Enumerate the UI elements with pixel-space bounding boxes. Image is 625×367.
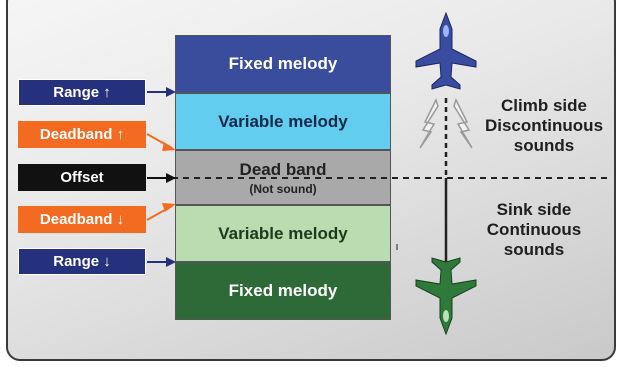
sink-side-line1: Sink side <box>496 200 572 219</box>
tag-range-down-label: Range ↓ <box>53 253 111 270</box>
arrowhead-offset <box>166 173 176 183</box>
band-variable-melody-bottom-label: Variable melody <box>218 223 348 243</box>
tag-offset: Offset <box>18 164 146 191</box>
climb-side-line2: Discontinuous <box>484 116 604 135</box>
sink-side-line3: sounds <box>503 240 565 259</box>
band-fixed-melody-bottom-label: Fixed melody <box>228 281 338 300</box>
tag-range-up-label: Range ↑ <box>53 84 111 101</box>
band-dead-band-label: Dead band <box>239 159 327 179</box>
tag-range-up: Range ↑ <box>18 79 146 106</box>
arrowhead-deadband-down <box>162 203 176 212</box>
jet-sink-icon <box>415 257 477 336</box>
sink-side-text: Sink side Continuous sounds <box>464 200 604 260</box>
sink-side-line2: Continuous <box>486 220 582 239</box>
band-fixed-melody-top-label: Fixed melody <box>228 54 338 73</box>
tag-offset-label: Offset <box>60 169 104 186</box>
climb-sound-trail-icon <box>419 98 473 149</box>
arrowhead-range-up <box>166 87 176 97</box>
climb-side-line3: sounds <box>513 136 575 155</box>
tag-range-down: Range ↓ <box>18 248 146 275</box>
band-fixed-melody-top: Fixed melody <box>175 35 391 93</box>
tag-deadband-down: Deadband ↓ <box>18 206 146 233</box>
arrowhead-range-down <box>166 257 176 267</box>
climb-side-line1: Climb side <box>501 96 587 115</box>
tag-deadband-down-label: Deadband ↓ <box>39 211 125 228</box>
climb-side-text: Climb side Discontinuous sounds <box>474 96 614 156</box>
band-variable-melody-top-label: Variable melody <box>218 111 348 131</box>
arrow-icon <box>146 87 176 267</box>
band-variable-melody-bottom: Variable melody <box>175 205 391 262</box>
tag-deadband-up: Deadband ↑ <box>18 121 146 148</box>
jet-climb-icon <box>415 11 477 90</box>
arrowhead-deadband-up <box>162 142 176 151</box>
band-dead-band-sublabel: (Not sound) <box>249 181 317 196</box>
band-variable-melody-top: Variable melody <box>175 93 391 150</box>
band-fixed-melody-bottom: Fixed melody <box>175 262 391 320</box>
tag-deadband-up-label: Deadband ↑ <box>39 126 125 143</box>
